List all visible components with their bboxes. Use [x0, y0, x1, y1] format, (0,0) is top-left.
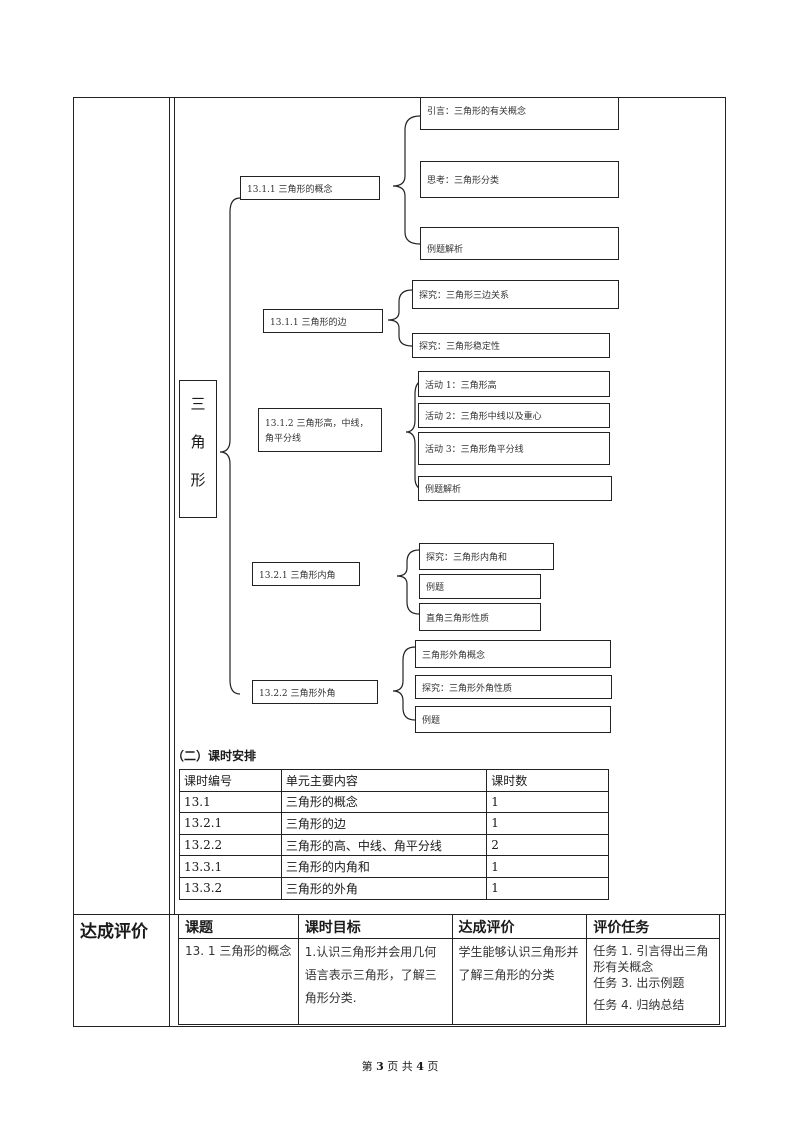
- evaluation-achievement: 学生能够认识三角形并了解三角形的分类: [451, 938, 588, 1025]
- schedule-cell-id: 13.3.1: [179, 855, 282, 878]
- evaluation-topic: 13. 1 三角形的概念: [178, 938, 299, 1025]
- schedule-cell-content: 三角形的内角和: [280, 855, 488, 878]
- schedule-header-row: 课时编号 单元主要内容 课时数: [179, 769, 609, 792]
- branch-interior: 13.2.1 三角形内角: [252, 562, 360, 586]
- schedule-header-cell: 课时编号: [179, 769, 282, 792]
- schedule-cell-count: 1: [486, 790, 609, 814]
- branch-interior-item-2: 例题: [419, 574, 541, 599]
- footer-suffix: 页: [427, 1060, 439, 1073]
- table-row: 13. 1 三角形的概念 1.认识三角形并会用几何语言表示三角形，了解三角形分类…: [178, 938, 720, 1025]
- evaluation-header-cell: 课题: [178, 914, 299, 939]
- evaluation-goal: 1.认识三角形并会用几何语言表示三角形，了解三角形分类.: [297, 938, 453, 1025]
- schedule-cell-content: 三角形的高、中线、角平分线: [280, 833, 488, 857]
- evaluation-label: 达成评价: [80, 922, 148, 942]
- frame-left: [73, 97, 74, 1027]
- mind-map-brackets: [219, 115, 427, 721]
- table-row: 13.3.1 三角形的内角和 1: [179, 855, 609, 878]
- evaluation-table: 课题 课时目标 达成评价 评价任务 13. 1 三角形的概念 1.认识三角形并会…: [178, 914, 720, 1025]
- branch-altitude-item-1: 活动 1：三角形高: [418, 371, 610, 397]
- branch-exterior-item-2: 探究：三角形外角性质: [415, 675, 612, 699]
- branch-concept-item-3: 例题解析: [420, 227, 619, 260]
- root-char-1: 三: [190, 395, 206, 413]
- table-row: 13.2.2 三角形的高、中线、角平分线 2: [179, 833, 609, 857]
- branch-sides-item-2: 探究：三角形稳定性: [412, 333, 610, 358]
- branch-exterior-item-1: 三角形外角概念: [415, 640, 611, 668]
- root-char-2: 角: [190, 433, 206, 451]
- branch-concept: 13.1.1 三角形的概念: [240, 176, 380, 200]
- frame-inner-divider: [174, 97, 175, 915]
- branch-interior-item-3: 直角三角形性质: [419, 603, 541, 631]
- schedule-cell-id: 13.1: [179, 790, 282, 814]
- evaluation-tasks: 任务 1. 引言得出三角形有关概念 任务 3. 出示例题 任务 4. 归纳总结: [586, 938, 720, 1025]
- evaluation-task: 任务 4. 归纳总结: [593, 998, 685, 1012]
- frame-divider: [169, 97, 170, 1027]
- footer-total-pages: 4: [416, 1060, 424, 1073]
- schedule-header-cell: 单元主要内容: [280, 769, 488, 792]
- mind-map-root: 三 角 形: [179, 380, 217, 518]
- branch-exterior-item-3: 例题: [415, 706, 611, 733]
- branch-altitude-item-3: 活动 3：三角形角平分线: [418, 432, 610, 465]
- evaluation-task: 任务 1. 引言得出三角形有关概念: [593, 944, 709, 974]
- footer-page-number: 3: [376, 1060, 384, 1073]
- schedule-cell-content: 三角形的概念: [280, 790, 488, 814]
- evaluation-task: 任务 3. 出示例题: [593, 976, 685, 990]
- schedule-cell-id: 13.3.2: [179, 876, 282, 900]
- footer-mid: 页 共: [387, 1060, 413, 1073]
- table-row: 13.1 三角形的概念 1: [179, 790, 609, 814]
- table-row: 13.2.1 三角形的边 1: [179, 812, 609, 835]
- schedule-cell-id: 13.2.1: [179, 812, 282, 835]
- evaluation-header-cell: 课时目标: [297, 914, 453, 939]
- evaluation-header-cell: 达成评价: [451, 914, 588, 939]
- branch-interior-item-1: 探究：三角形内角和: [419, 543, 554, 570]
- schedule-title: （二）课时安排: [172, 749, 257, 763]
- table-row: 13.3.2 三角形的外角 1: [179, 876, 609, 900]
- schedule-table: 课时编号 单元主要内容 课时数 13.1 三角形的概念 1 13.2.1 三角形…: [179, 769, 609, 900]
- schedule-cell-content: 三角形的外角: [280, 876, 488, 900]
- footer-prefix: 第: [361, 1060, 373, 1073]
- frame-bottom: [73, 1026, 726, 1027]
- root-char-3: 形: [190, 471, 206, 489]
- branch-altitude-item-4: 例题解析: [418, 476, 612, 501]
- schedule-cell-count: 1: [486, 855, 609, 878]
- schedule-cell-count: 1: [486, 812, 609, 835]
- branch-sides: 13.1.1 三角形的边: [263, 309, 383, 333]
- page-footer: 第 3 页 共 4 页: [0, 1058, 800, 1074]
- branch-sides-item-1: 探究：三角形三边关系: [412, 280, 619, 309]
- frame-right: [725, 97, 726, 1027]
- branch-concept-item-2: 思考：三角形分类: [420, 161, 619, 198]
- schedule-header-cell: 课时数: [486, 769, 609, 792]
- branch-exterior: 13.2.2 三角形外角: [252, 680, 378, 704]
- evaluation-header-row: 课题 课时目标 达成评价 评价任务: [178, 914, 720, 939]
- branch-altitude: 13.1.2 三角形高，中线，角平分线: [258, 408, 382, 452]
- schedule-cell-count: 2: [486, 833, 609, 857]
- schedule-cell-count: 1: [486, 876, 609, 900]
- schedule-cell-content: 三角形的边: [280, 812, 488, 835]
- branch-concept-item-1: 引言：三角形的有关概念: [420, 97, 619, 130]
- evaluation-header-cell: 评价任务: [586, 914, 720, 939]
- frame-top: [73, 97, 726, 98]
- branch-altitude-item-2: 活动 2：三角形中线以及重心: [418, 403, 610, 428]
- schedule-cell-id: 13.2.2: [179, 833, 282, 857]
